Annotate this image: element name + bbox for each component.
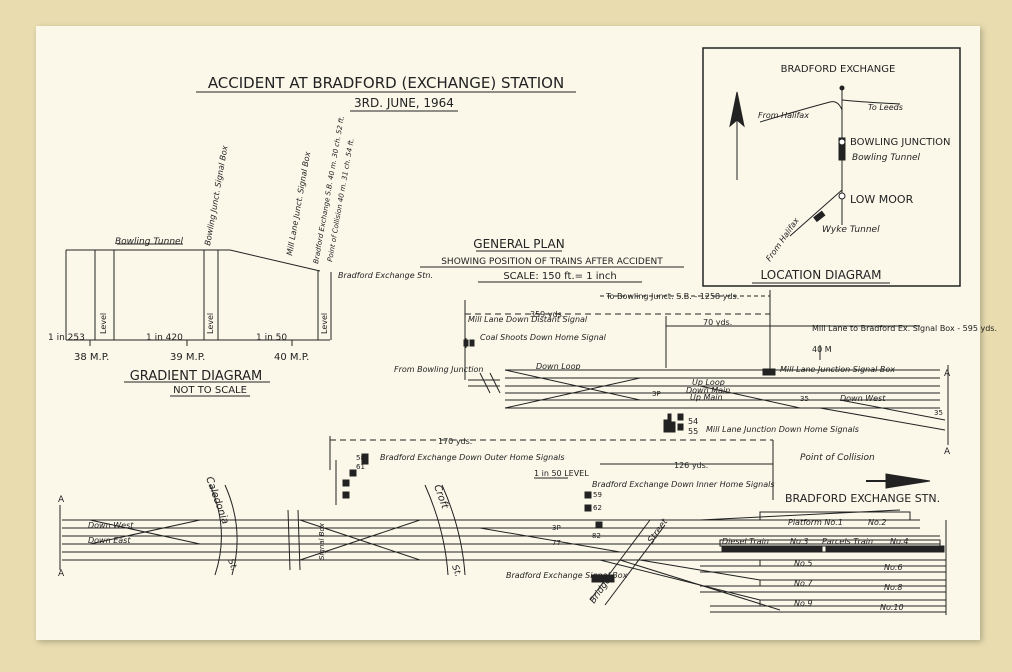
gradient-title: GRADIENT DIAGRAM	[130, 369, 263, 384]
platform-3: No.3	[790, 537, 809, 546]
diesel-train: Diesel Train	[722, 537, 769, 546]
section-a-upper2: A	[944, 447, 951, 457]
mill-lane-box: Mill Lane Junction Signal Box	[780, 365, 895, 374]
loc-to-leeds: To Leeds	[868, 103, 903, 112]
grade-level-lower: 1 in 50 LEVEL	[534, 469, 589, 478]
loc-from-halifax-2: From Halifax	[764, 216, 801, 263]
accident-date: 3RD. JUNE, 1964	[354, 96, 454, 110]
distance-70: 70 yds.	[703, 318, 732, 327]
down-loop-label: Down Loop	[536, 362, 581, 371]
grade-420: 1 in 420	[146, 333, 183, 343]
platform-6: No.6	[884, 563, 903, 572]
loc-bowling-tunnel: Bowling Tunnel	[852, 153, 921, 163]
loc-bowling-junction: BOWLING JUNCTION	[850, 137, 951, 148]
gradient-box2: Mill Lane Junct. Signal Box	[285, 151, 312, 257]
coal-shoots-signal: Coal Shoots Down Home Signal	[480, 333, 607, 342]
caledonia-street: Caledonia	[203, 475, 230, 526]
mill-lane-distant: Mill Lane Down Distant Signal	[468, 315, 588, 324]
mill-lane-to-bradford: Mill Lane to Bradford Ex. Signal Box - 5…	[812, 324, 997, 333]
mill-lane-home-signals: Mill Lane Junction Down Home Signals	[706, 425, 859, 434]
track-3p-upper: 3P	[652, 390, 661, 398]
signal-54: 54	[688, 417, 698, 426]
parcels-train: Parcels Train	[822, 537, 873, 546]
street-label: Street	[646, 517, 670, 546]
track-35-b: 35	[934, 409, 943, 417]
milepost-39: 39 M.P.	[170, 352, 205, 363]
station-name: BRADFORD EXCHANGE STN.	[785, 492, 940, 505]
milepost-40: 40 M.P.	[274, 352, 309, 363]
down-west-lower: Down West	[88, 521, 134, 530]
signal-59: 59	[593, 491, 602, 499]
level-2: Level	[206, 313, 215, 334]
grade-50: 1 in 50	[256, 333, 287, 343]
platform-4: No.4	[890, 537, 909, 546]
gradient-box1: Bowling Junct. Signal Box	[203, 145, 230, 247]
outer-home-signals: Bradford Exchange Down Outer Home Signal…	[380, 453, 565, 462]
track-3p-lower: 3P	[552, 524, 561, 532]
section-a-lower: A	[58, 495, 65, 505]
up-loop-label: Up Loop	[692, 378, 725, 387]
section-a-upper: A	[944, 369, 951, 379]
plan-subtitle: SHOWING POSITION OF TRAINS AFTER ACCIDEN…	[441, 257, 663, 267]
loc-bradford: BRADFORD EXCHANGE	[781, 64, 896, 75]
milepost-40-plan: 40 M	[812, 345, 832, 354]
gradient-tunnel: Bowling Tunnel	[115, 237, 184, 247]
level-1: Level	[99, 313, 108, 334]
grade-253: 1 in 253	[48, 333, 85, 343]
up-main-label: Up Main	[690, 393, 723, 402]
distance-126: 126 yds.	[674, 461, 708, 470]
platform-5: No.5	[794, 559, 813, 568]
loc-from-halifax-1: From Halifax	[758, 111, 809, 120]
croft-st: St.	[449, 564, 463, 579]
to-bowling-distance: To Bowling Junct. S.B. - 1258 yds.	[605, 292, 739, 301]
distance-359: 359 yds.	[530, 310, 564, 319]
track-77: 77	[552, 539, 561, 547]
signal-box-vertical: Signal Box	[318, 522, 326, 560]
track-35-a: 35	[800, 395, 809, 403]
gradient-subtitle: NOT TO SCALE	[173, 385, 247, 396]
point-of-collision: Point of Collision	[800, 453, 875, 463]
platform-2: No.2	[868, 518, 887, 527]
from-bowling-junction: From Bowling Junction	[394, 365, 483, 374]
drawing-sheet	[36, 26, 980, 640]
bradford-signal-box: Bradford Exchange Signal Box	[506, 571, 628, 580]
platform-8: No.8	[884, 583, 903, 592]
down-west-upper: Down West	[840, 394, 886, 403]
section-a-lower2: A	[58, 569, 65, 579]
track-82: 82	[592, 532, 601, 540]
caledonia-st: St.	[225, 558, 239, 573]
inner-home-signals: Bradford Exchange Down Inner Home Signal…	[592, 480, 775, 489]
signal-58: 58	[356, 454, 365, 462]
distance-170: 170 yds.	[438, 437, 472, 446]
platform-10: No.10	[880, 603, 904, 612]
loc-title: LOCATION DIAGRAM	[761, 268, 882, 282]
platform-9: No.9	[794, 599, 813, 608]
loc-low-moor: LOW MOOR	[850, 193, 914, 206]
plan-scale: SCALE: 150 ft.= 1 inch	[503, 271, 616, 282]
signal-61: 61	[356, 463, 365, 471]
signal-55: 55	[688, 427, 698, 436]
platform-1: Platform No.1	[788, 518, 843, 527]
signal-62: 62	[593, 504, 602, 512]
platform-7: No.7	[794, 579, 813, 588]
level-3: Level	[320, 313, 329, 334]
plan-title: GENERAL PLAN	[473, 237, 564, 251]
down-main-label: Down Main	[686, 386, 730, 395]
down-east-lower: Down East	[88, 536, 131, 545]
gradient-station: Bradford Exchange Stn.	[338, 271, 433, 280]
main-title: ACCIDENT AT BRADFORD (EXCHANGE) STATION	[208, 74, 564, 92]
milepost-38: 38 M.P.	[74, 352, 109, 363]
loc-wyke-tunnel: Wyke Tunnel	[822, 225, 880, 235]
